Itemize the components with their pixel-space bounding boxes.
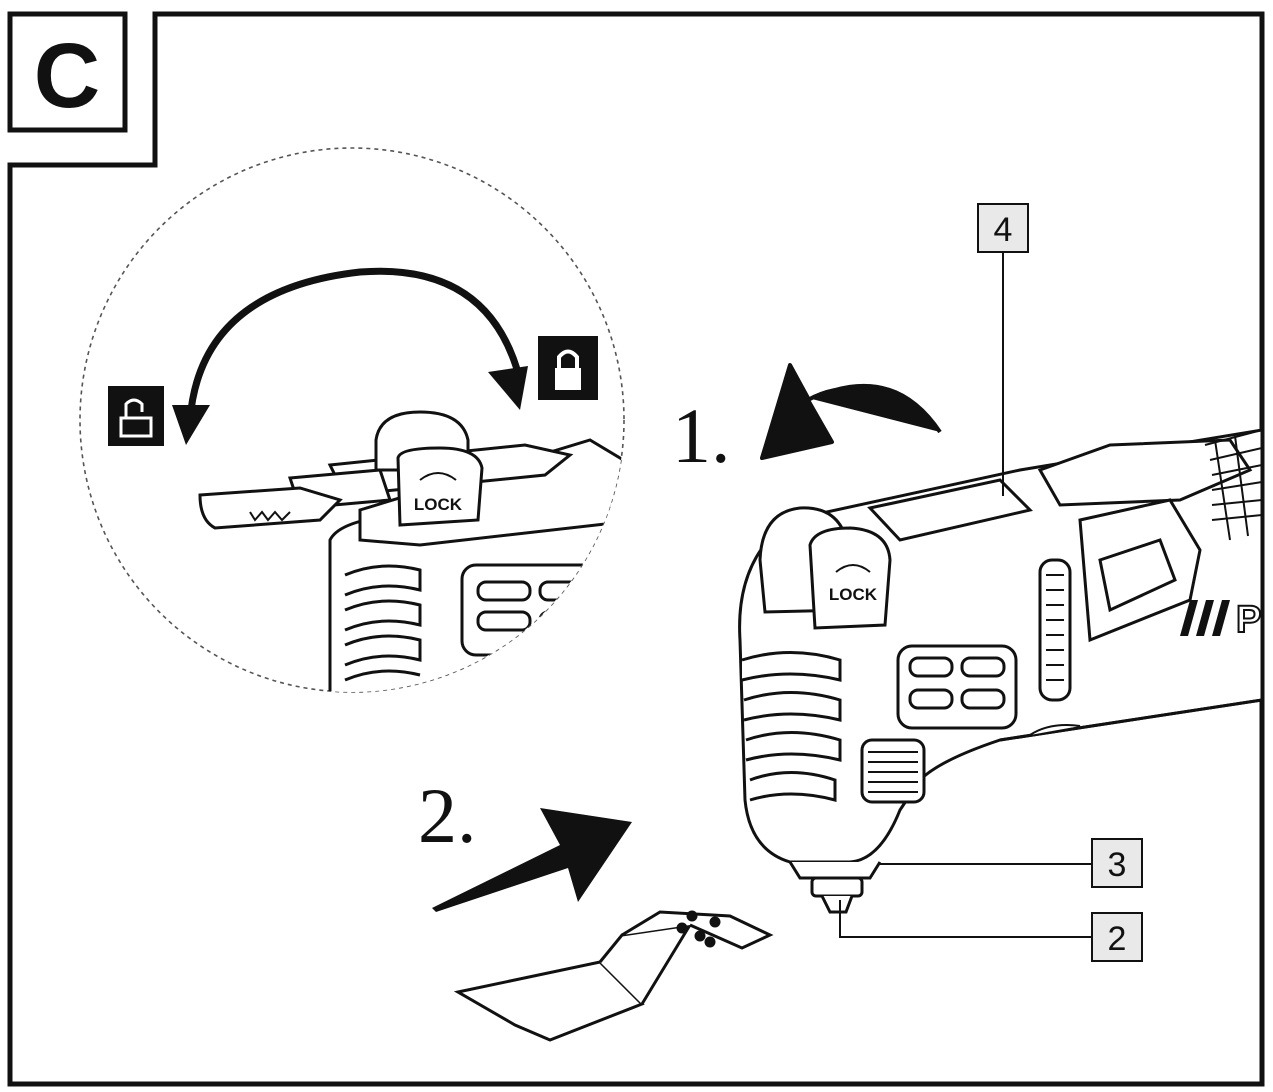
callout-3: 3 — [1091, 838, 1143, 888]
arc-arrow-head-left — [172, 405, 210, 445]
padlock-closed-icon — [538, 336, 598, 400]
rotate-arc-arrow — [186, 267, 524, 421]
blade-accessory — [453, 910, 774, 1042]
step-2: 2. — [418, 772, 632, 912]
magnified-detail: LOCK — [79, 147, 625, 693]
step-1: 1. — [672, 363, 942, 479]
step-1-number: 1. — [672, 392, 731, 479]
figure-frame — [7, 11, 1265, 1087]
callout-3-label: 3 — [1108, 846, 1127, 884]
detail-lock-text: LOCK — [414, 495, 463, 514]
callout-leaders — [839, 252, 1092, 938]
tool-lock-text: LOCK — [829, 585, 878, 604]
callout-2-label: 2 — [1108, 920, 1127, 958]
arc-arrow-head-right — [488, 366, 528, 410]
step-2-arrow — [432, 808, 632, 912]
step-1-curved-arrow — [760, 363, 942, 460]
padlock-open-icon — [108, 386, 164, 446]
callout-4: 4 — [977, 203, 1029, 253]
step-2-number: 2. — [418, 772, 477, 859]
brand-letter: P — [1236, 599, 1261, 641]
callout-4-label: 4 — [994, 211, 1013, 249]
multi-tool-body: LOCK P — [738, 428, 1262, 914]
callout-2: 2 — [1091, 912, 1143, 962]
section-letter: C — [34, 25, 100, 127]
section-label: C — [7, 11, 128, 133]
